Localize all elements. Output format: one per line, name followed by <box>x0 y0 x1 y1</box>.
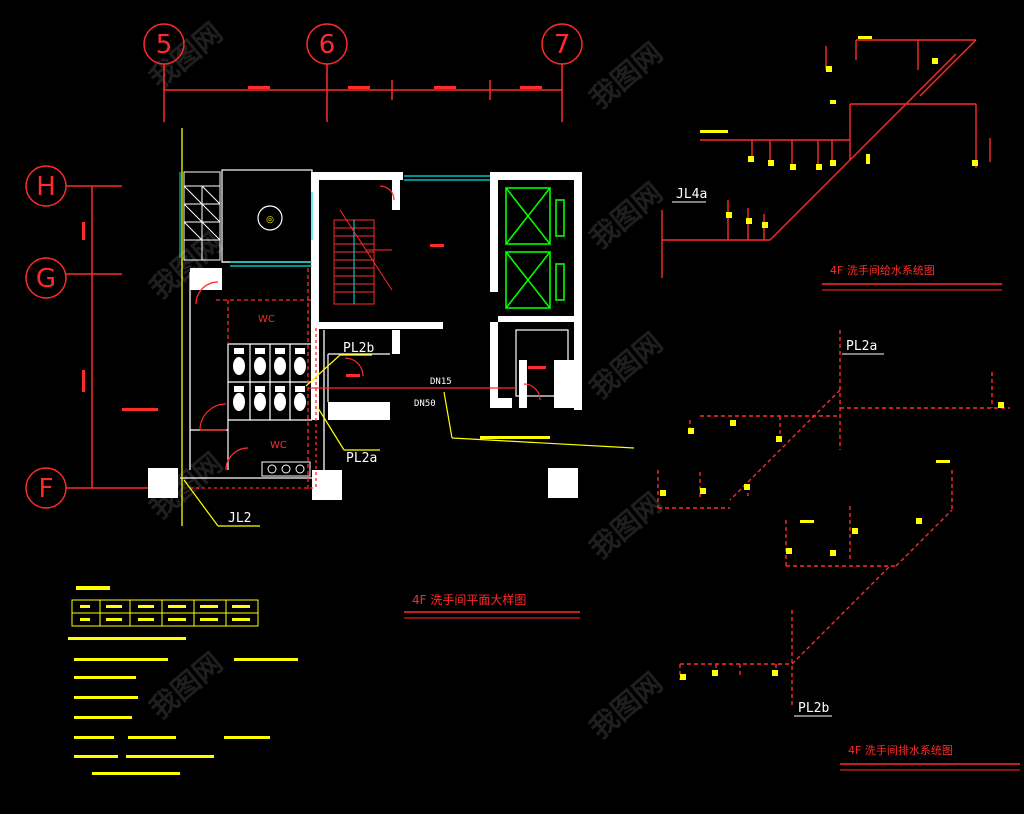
grid-row-f: F <box>39 474 54 504</box>
plan-title: 4F 洗手间平面大样图 <box>412 592 526 607</box>
sink-row <box>261 461 311 477</box>
supply-fixture-marks <box>700 36 978 228</box>
supply-system-title: 4F 洗手间给水系统图 <box>830 263 935 277</box>
left-shaft <box>179 171 221 261</box>
dn-label-15: DN15 <box>430 377 452 387</box>
plan-small-labels <box>122 244 546 411</box>
supply-isometric <box>661 39 991 278</box>
plan-title-block: 4F 洗手间平面大样图 <box>404 592 580 619</box>
room-label-wc-bottom: WC <box>270 440 287 451</box>
pipe-tag-jl2: JL2 <box>228 511 251 526</box>
svg-text:◎: ◎ <box>266 215 274 225</box>
watermark-layer: 我图网 我图网 我图网 我图网 我图网 我图网 我图网 我图网 我图网 <box>143 16 669 745</box>
notes-lines <box>68 637 298 775</box>
svg-text:我图网: 我图网 <box>583 666 669 745</box>
grid-column-6: 6 <box>319 30 336 60</box>
grid-row-h: H <box>36 172 56 202</box>
equipment-room <box>515 329 569 397</box>
svg-text:我图网: 我图网 <box>583 36 669 115</box>
plumbing-lines <box>190 268 516 490</box>
drain-isometric-pl2a <box>657 330 1010 509</box>
svg-text:我图网: 我图网 <box>583 486 669 565</box>
notes-block <box>68 586 298 775</box>
round-fixture: ◎ <box>257 205 283 231</box>
floor-plan: ◎ <box>122 128 635 527</box>
notes-table-cells <box>80 605 250 621</box>
drain-isometric-pl2b <box>679 470 953 706</box>
door-arcs <box>195 185 541 471</box>
svg-text:我图网: 我图网 <box>143 646 229 725</box>
elevators <box>505 187 565 309</box>
room-label-wc-top: WC <box>258 314 275 325</box>
supply-riser-tag: JL4a <box>676 187 707 202</box>
drain-riser-tag-pl2b: PL2b <box>798 701 829 716</box>
svg-text:我图网: 我图网 <box>143 226 229 305</box>
notes-table <box>71 599 259 627</box>
leader-lines <box>183 354 635 527</box>
pipe-tag-pl2a: PL2a <box>346 451 377 466</box>
drain-system-title: 4F 洗手间排水系统图 <box>848 743 953 757</box>
axis-dimension-marks <box>82 86 542 392</box>
axis-grid <box>25 23 583 509</box>
drain-title-block: 4F 洗手间排水系统图 <box>840 743 1020 771</box>
stair <box>333 209 393 305</box>
grid-column-5: 5 <box>156 30 173 60</box>
svg-text:我图网: 我图网 <box>583 176 669 255</box>
pipe-tag-pl2b: PL2b <box>343 341 374 356</box>
plan-partitions <box>180 169 490 479</box>
grid-row-g: G <box>36 264 56 294</box>
plan-leader-note-glyphs <box>480 436 550 439</box>
grid-column-7: 7 <box>554 30 571 60</box>
axis-labels: 5 6 7 H G F <box>36 30 570 504</box>
drain-fixture-marks <box>660 402 1004 680</box>
drain-riser-tag-pl2a: PL2a <box>846 339 877 354</box>
supply-title-block: 4F 洗手间给水系统图 <box>822 263 1002 291</box>
svg-text:我图网: 我图网 <box>583 326 669 405</box>
dn-label-50: DN50 <box>414 399 436 409</box>
toilet-fixtures <box>233 348 306 411</box>
